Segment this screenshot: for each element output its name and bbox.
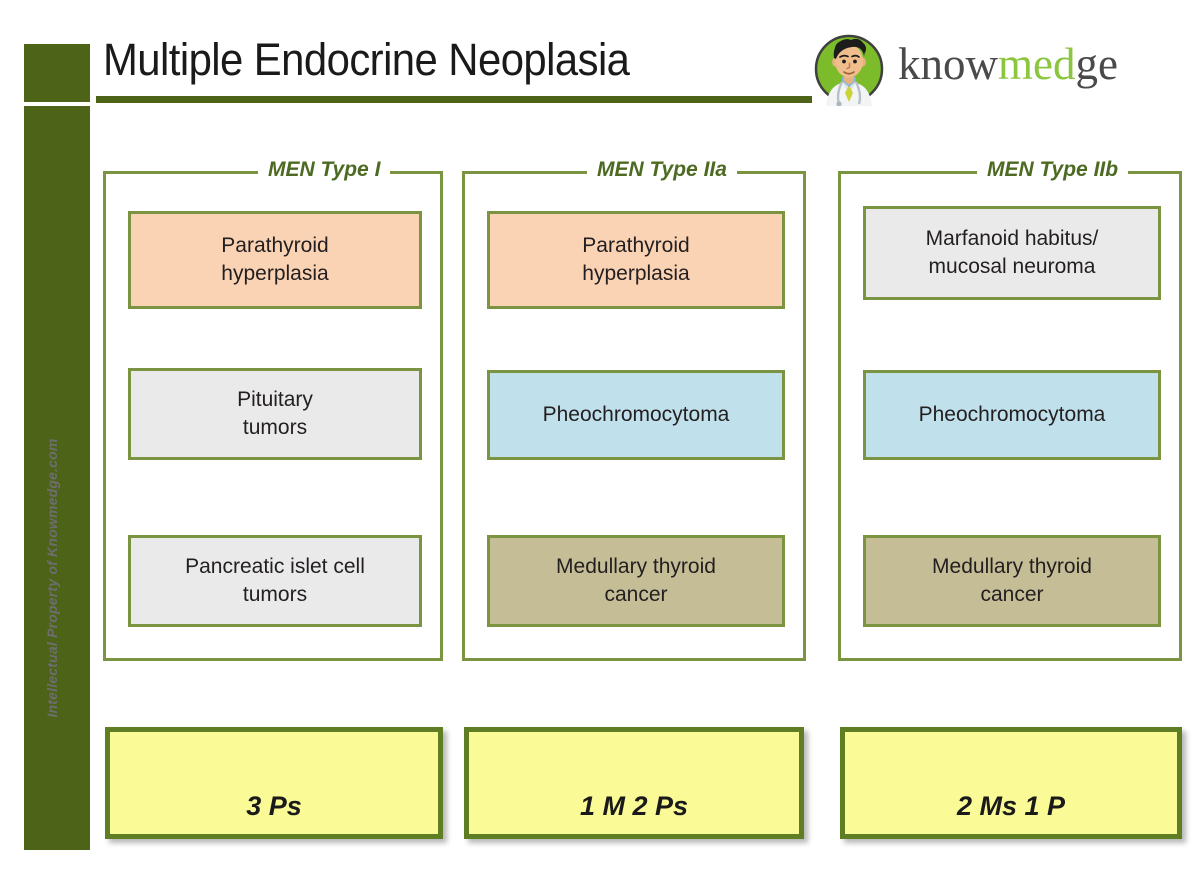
- feature-line-2: tumors: [242, 583, 308, 606]
- wordmark-know: know: [898, 39, 998, 89]
- feature-box: Medullary thyroid cancer: [487, 535, 785, 627]
- sidebar-accent-bottom: [24, 106, 90, 850]
- doctor-avatar-icon: [812, 32, 886, 107]
- wordmark-ge: ge: [1075, 39, 1118, 89]
- group-legend-men-type-i: MEN Type I: [258, 158, 391, 182]
- page-title: Multiple Endocrine Neoplasia: [103, 34, 630, 85]
- mnemonic-box-men-type-i: 3 Ps: [105, 727, 443, 839]
- mnemonic-line-1: 2 Ms: [956, 791, 1017, 822]
- mnemonic-line-2: 2 Ps: [632, 791, 689, 822]
- feature-line-1: Pheochromocytoma: [542, 403, 730, 427]
- feature-line-2: cancer: [980, 583, 1044, 606]
- feature-box: Marfanoid habitus/ mucosal neuroma: [863, 206, 1161, 300]
- feature-line-1: Pheochromocytoma: [918, 403, 1106, 427]
- group-men-type-i: MEN Type I Parathyroid hyperplasia Pitui…: [103, 158, 443, 661]
- feature-line-1: Parathyroid: [582, 234, 690, 258]
- mnemonic-line-2: 1 P: [1024, 791, 1066, 822]
- feature-line-1: Marfanoid habitus/: [925, 227, 1099, 251]
- feature-line-2: cancer: [604, 583, 668, 606]
- mnemonic-line-2: 3 Ps: [246, 791, 302, 822]
- watermark-text: Intellectual Property of Knowmedge.com: [44, 438, 60, 718]
- group-legend-men-type-iib: MEN Type IIb: [977, 158, 1129, 182]
- feature-line-1: Medullary thyroid: [932, 555, 1092, 579]
- mnemonic-box-men-type-iib: 2 Ms 1 P: [840, 727, 1182, 839]
- brand-wordmark: knowmedge: [898, 42, 1118, 87]
- title-underline-rule: [96, 96, 812, 103]
- feature-box: Pheochromocytoma: [487, 370, 785, 460]
- sidebar-accent-top: [24, 44, 90, 102]
- mnemonic-line-1: 1 M: [579, 791, 625, 822]
- feature-box: Pancreatic islet cell tumors: [128, 535, 422, 627]
- feature-box: Medullary thyroid cancer: [863, 535, 1161, 627]
- feature-line-1: Pituitary: [237, 388, 313, 412]
- feature-box: Parathyroid hyperplasia: [487, 211, 785, 309]
- feature-line-1: Parathyroid: [221, 234, 329, 258]
- feature-line-1: Medullary thyroid: [556, 555, 716, 579]
- feature-box: Pheochromocytoma: [863, 370, 1161, 460]
- feature-line-2: tumors: [242, 416, 308, 439]
- feature-line-2: hyperplasia: [582, 262, 690, 285]
- wordmark-med: med: [998, 39, 1076, 89]
- feature-line-2: hyperplasia: [221, 262, 329, 285]
- feature-box: Parathyroid hyperplasia: [128, 211, 422, 309]
- feature-line-2: mucosal neuroma: [928, 255, 1096, 278]
- group-men-type-iia: MEN Type IIa Parathyroid hyperplasia Phe…: [462, 158, 806, 661]
- brand-logo: knowmedge: [812, 28, 1152, 107]
- feature-line-1: Pancreatic islet cell: [185, 555, 365, 579]
- feature-box: Pituitary tumors: [128, 368, 422, 460]
- mnemonic-box-men-type-iia: 1 M 2 Ps: [464, 727, 804, 839]
- group-legend-men-type-iia: MEN Type IIa: [587, 158, 737, 182]
- group-men-type-iib: MEN Type IIb Marfanoid habitus/ mucosal …: [838, 158, 1182, 661]
